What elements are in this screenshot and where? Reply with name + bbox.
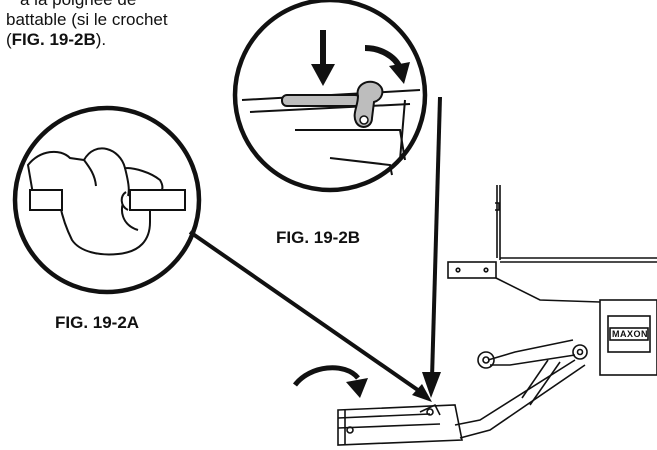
instruction-line-2: battable (si le crochet [6,10,168,29]
instruction-line-3: (FIG. 19-2B). [6,30,246,50]
instruction-line-1: à la poignée de [6,0,246,10]
figure-b-detail [232,0,428,193]
leader-arrowhead-a [412,384,432,402]
instruction-paren-close: ). [95,30,107,49]
maxon-logo: MAXON [612,329,648,339]
rotation-arrow [293,365,360,387]
leader-line-a [188,230,427,397]
rotation-arrowhead [346,378,368,398]
instruction-paren-open: ( [6,30,12,49]
figure-a-label: FIG. 19-2A [55,313,140,332]
instruction-text: à la poignée de battable (si le crochet … [6,0,246,50]
leader-arrowhead-b [422,372,441,398]
figure-b-label: FIG. 19-2B [276,228,361,247]
figure-reference: FIG. 19-2B [11,30,96,49]
leader-line-b [430,96,442,379]
liftgate-body [337,185,657,446]
figure-a-detail [12,105,202,295]
